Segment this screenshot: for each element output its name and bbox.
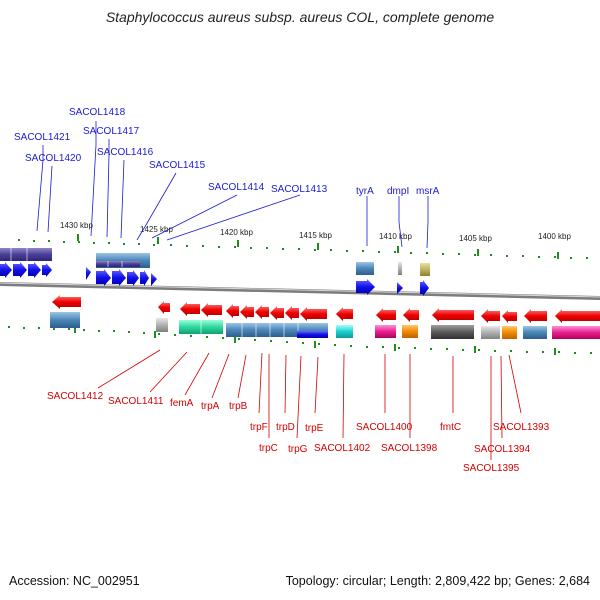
feature-bar[interactable] bbox=[398, 262, 402, 275]
feature-bar[interactable] bbox=[156, 318, 168, 332]
feature-bar[interactable] bbox=[336, 325, 353, 338]
gene-arrow[interactable] bbox=[13, 262, 27, 278]
gene-arrow[interactable] bbox=[240, 305, 254, 319]
gene-arrow[interactable] bbox=[555, 309, 600, 323]
gene-label[interactable]: SACOL1412 bbox=[47, 391, 104, 402]
scale-labels: 1430 kbp 1425 kbp 1420 kbp 1415 kbp 1410… bbox=[60, 221, 571, 243]
gene-arrow[interactable] bbox=[127, 270, 139, 286]
scale-label: 1425 kbp bbox=[140, 225, 173, 234]
feature-bar[interactable] bbox=[420, 263, 430, 276]
reverse-strand-features bbox=[50, 295, 600, 339]
gene-label[interactable]: SACOL1402 bbox=[314, 443, 371, 454]
gene-label[interactable]: SACOL1411 bbox=[108, 396, 164, 407]
scale-label: 1415 kbp bbox=[299, 231, 332, 240]
feature-bar[interactable] bbox=[552, 326, 600, 339]
gene-arrow[interactable] bbox=[158, 301, 170, 314]
gene-arrow[interactable] bbox=[226, 304, 239, 318]
gene-label[interactable]: trpB bbox=[229, 401, 248, 412]
gene-label[interactable]: SACOL1416 bbox=[97, 147, 154, 158]
upper-tick-row bbox=[18, 234, 588, 259]
gene-label[interactable]: femA bbox=[170, 398, 194, 409]
feature-bar[interactable] bbox=[0, 248, 52, 261]
scale-label: 1405 kbp bbox=[459, 234, 492, 243]
gene-label[interactable]: SACOL1414 bbox=[208, 182, 265, 193]
scale-label: 1420 kbp bbox=[220, 228, 253, 237]
gene-label[interactable]: SACOL1415 bbox=[149, 160, 206, 171]
forward-gene-labels: SACOL1418 SACOL1417 SACOL1421 SACOL1416 … bbox=[14, 107, 440, 197]
scale-label: 1430 kbp bbox=[60, 221, 93, 230]
feature-bar[interactable] bbox=[356, 262, 374, 275]
feature-bar[interactable] bbox=[481, 326, 500, 339]
gene-arrow[interactable] bbox=[201, 303, 222, 317]
feature-bar[interactable] bbox=[375, 325, 396, 338]
lower-tick-row bbox=[8, 326, 592, 355]
gene-label[interactable]: SACOL1394 bbox=[474, 444, 531, 455]
gene-label[interactable]: SACOL1398 bbox=[381, 443, 438, 454]
gene-arrow[interactable] bbox=[432, 308, 474, 322]
gene-label[interactable]: SACOL1413 bbox=[271, 184, 328, 195]
gene-label[interactable]: trpF bbox=[250, 422, 268, 433]
feature-bar[interactable] bbox=[50, 312, 80, 328]
gene-arrow[interactable] bbox=[420, 280, 429, 296]
gene-label[interactable]: SACOL1421 bbox=[14, 132, 71, 143]
gene-arrow[interactable] bbox=[52, 295, 81, 309]
gene-label[interactable]: trpD bbox=[276, 422, 295, 433]
forward-strand-features bbox=[0, 248, 430, 296]
gene-label[interactable]: SACOL1395 bbox=[463, 463, 520, 474]
gene-label[interactable]: tyrA bbox=[356, 186, 374, 197]
gene-arrow[interactable] bbox=[96, 269, 111, 286]
gene-label[interactable]: msrA bbox=[416, 186, 440, 197]
gene-arrow[interactable] bbox=[481, 309, 500, 323]
gene-arrow[interactable] bbox=[356, 279, 375, 295]
gene-arrow[interactable] bbox=[285, 306, 299, 320]
gene-arrow[interactable] bbox=[255, 305, 269, 319]
gene-arrow[interactable] bbox=[524, 309, 547, 323]
gene-label[interactable]: SACOL1417 bbox=[83, 126, 140, 137]
genome-backbone bbox=[0, 282, 600, 300]
reverse-gene-labels: SACOL1412 SACOL1411 femA trpA trpB trpF … bbox=[47, 391, 550, 474]
gene-arrow[interactable] bbox=[300, 307, 327, 321]
map-title: Staphylococcus aureus subsp. aureus COL,… bbox=[105, 9, 495, 25]
gene-label[interactable]: dmpI bbox=[387, 186, 409, 197]
gene-arrow[interactable] bbox=[112, 269, 126, 286]
gene-arrow[interactable] bbox=[403, 308, 419, 322]
accession-text: Accession: NC_002951 bbox=[9, 574, 140, 588]
gene-arrow[interactable] bbox=[336, 307, 353, 321]
gene-label[interactable]: SACOL1393 bbox=[493, 422, 550, 433]
feature-bar[interactable] bbox=[523, 326, 547, 339]
feature-bar[interactable] bbox=[431, 325, 474, 339]
feature-bar[interactable] bbox=[402, 325, 418, 338]
gene-arrow[interactable] bbox=[0, 262, 12, 278]
feature-bar[interactable] bbox=[502, 326, 517, 339]
bottom-leader-lines bbox=[97, 349, 522, 460]
gene-arrow[interactable] bbox=[86, 267, 91, 280]
gene-arrow[interactable] bbox=[42, 263, 52, 277]
scale-label: 1410 kbp bbox=[379, 232, 412, 241]
gene-label[interactable]: fmtC bbox=[440, 422, 461, 433]
gene-label[interactable]: trpC bbox=[259, 443, 278, 454]
feature-bar[interactable] bbox=[297, 331, 328, 338]
gene-arrow[interactable] bbox=[140, 270, 149, 286]
gene-label[interactable]: SACOL1420 bbox=[25, 153, 82, 164]
gene-arrow[interactable] bbox=[151, 273, 157, 286]
gene-arrow[interactable] bbox=[28, 262, 41, 278]
gene-label[interactable]: trpA bbox=[201, 401, 220, 412]
genome-stats-text: Topology: circular; Length: 2,809,422 bp… bbox=[285, 574, 590, 588]
gene-label[interactable]: SACOL1418 bbox=[69, 107, 126, 118]
gene-arrow[interactable] bbox=[502, 310, 517, 323]
gene-arrow[interactable] bbox=[270, 306, 284, 320]
scale-label: 1400 kbp bbox=[538, 232, 571, 241]
gene-label[interactable]: trpG bbox=[288, 444, 308, 455]
gene-arrow[interactable] bbox=[397, 282, 403, 294]
gene-arrow[interactable] bbox=[376, 308, 396, 322]
gene-arrow[interactable] bbox=[180, 302, 200, 316]
gene-label[interactable]: SACOL1400 bbox=[356, 422, 413, 433]
gene-label[interactable]: trpE bbox=[305, 423, 324, 434]
top-leader-lines bbox=[36, 121, 429, 249]
